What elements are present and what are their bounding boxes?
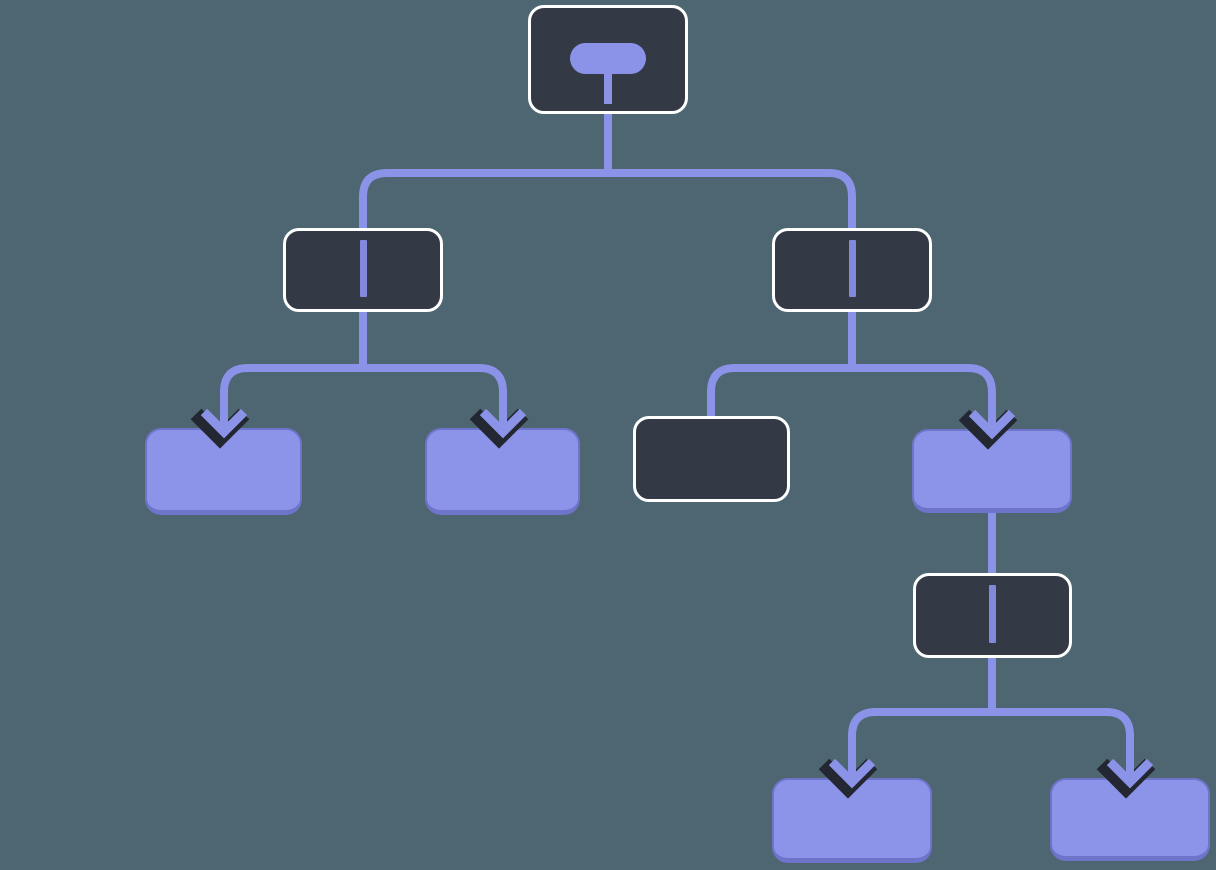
tree-node-branch-right[interactable] (772, 228, 932, 312)
connector-edge-left-fork (220, 364, 507, 428)
connector-edge-right-fork (707, 364, 996, 429)
tree-node-dark-leaf[interactable] (633, 416, 790, 502)
tree-node-branch-mid[interactable] (913, 573, 1072, 658)
through-line (989, 585, 996, 643)
tree-node-d[interactable] (912, 399, 1072, 513)
tree-node-root[interactable] (528, 5, 688, 114)
tree-node-leaf-a[interactable] (145, 398, 302, 515)
pill-icon (570, 43, 646, 74)
connector-edge-bottom-fork (848, 708, 1134, 778)
tree-node-leaf-b[interactable] (425, 398, 580, 515)
connector-edge-root-fork (359, 169, 856, 228)
through-line (848, 240, 856, 297)
tree-node-leaf-f[interactable] (772, 748, 932, 863)
tree-node-branch-left[interactable] (283, 228, 443, 312)
pill-stem (604, 72, 612, 104)
through-line (359, 240, 367, 297)
tree-node-leaf-g[interactable] (1050, 748, 1210, 861)
